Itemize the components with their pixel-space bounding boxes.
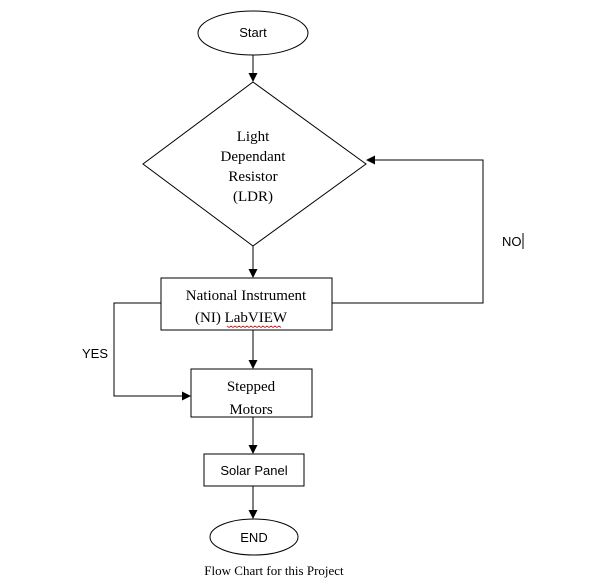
motors-line-1: Stepped bbox=[227, 379, 276, 395]
stepped-motors-node: Stepped Motors bbox=[190, 368, 313, 418]
solar-panel-label: Solar Panel bbox=[220, 463, 287, 478]
end-node: END bbox=[209, 518, 299, 556]
ni-line-2-labview: LabVIEW bbox=[225, 310, 288, 326]
ldr-line-4: (LDR) bbox=[233, 189, 273, 205]
arrow-yes-branch bbox=[113, 302, 191, 401]
solar-panel-box bbox=[203, 453, 305, 487]
no-label: NO bbox=[502, 234, 522, 249]
ldr-line-3: Resistor bbox=[228, 169, 277, 185]
ni-labview-box bbox=[160, 277, 333, 331]
spellcheck-underline bbox=[226, 325, 282, 328]
yes-label: YES bbox=[82, 346, 108, 361]
ldr-line-1: Light bbox=[237, 129, 270, 145]
end-ellipse bbox=[209, 518, 299, 556]
stepped-motors-box bbox=[190, 368, 313, 418]
motors-line-2: Motors bbox=[229, 402, 273, 418]
start-label: Start bbox=[239, 25, 267, 40]
arrow-no-loop bbox=[332, 155, 484, 304]
start-node: Start bbox=[197, 10, 309, 56]
ni-line-2-prefix: (NI) bbox=[195, 310, 225, 326]
ldr-decision-node: Light Dependant Resistor (LDR) bbox=[142, 81, 367, 247]
ldr-line-2: Dependant bbox=[221, 149, 287, 165]
figure-caption: Flow Chart for this Project bbox=[204, 563, 344, 578]
ni-labview-node: National Instrument (NI) LabVIEW bbox=[160, 277, 333, 331]
solar-panel-node: Solar Panel bbox=[203, 453, 305, 487]
end-label: END bbox=[240, 530, 267, 545]
ni-line-1: National Instrument bbox=[186, 288, 307, 304]
ni-line-2: (NI) LabVIEW bbox=[195, 310, 288, 326]
